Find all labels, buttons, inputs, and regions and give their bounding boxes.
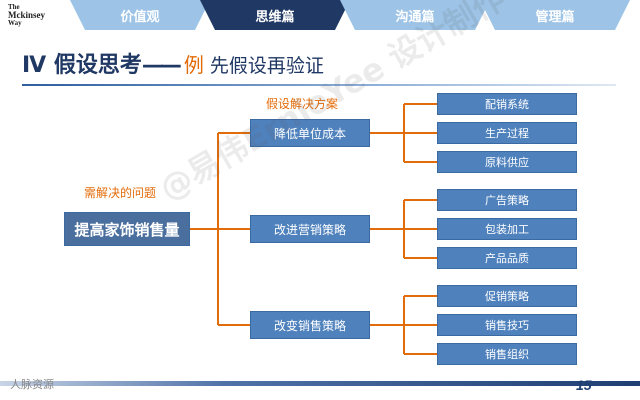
leaf-sales-skills: 销售技巧 (437, 314, 577, 336)
branch-change-sales: 改变销售策略 (250, 311, 370, 339)
leaf-packaging: 包装加工 (437, 218, 577, 240)
branch-improve-marketing: 改进营销策略 (250, 215, 370, 243)
solutions-label: 假设解决方案 (266, 97, 339, 111)
title-underline (22, 84, 616, 86)
tab-management[interactable]: 管理篇 (480, 0, 630, 30)
title-example: 例 (183, 53, 204, 77)
branch-reduce-cost: 降低单位成本 (250, 119, 370, 147)
leaf-raw-material-supply: 原料供应 (437, 151, 577, 173)
root-problem-box: 提高家饰销售量 (64, 212, 190, 246)
footer-watermark: 人脉资源 (10, 378, 54, 391)
page-number: 15 (576, 377, 592, 393)
tab-communication[interactable]: 沟通篇 (340, 0, 490, 30)
leaf-product-quality: 产品品质 (437, 247, 577, 269)
leaf-production-process: 生产过程 (437, 122, 577, 144)
leaf-promotion-strategy: 促销策略 (437, 285, 577, 307)
title-main: Ⅳ 假设思考 (22, 53, 142, 78)
tab-management-label: 管理篇 (535, 9, 575, 25)
problem-label: 需解决的问题 (84, 186, 157, 200)
leaf-distribution-system: 配销系统 (437, 93, 577, 115)
tab-communication-label: 沟通篇 (395, 9, 435, 25)
logo-line-3: Way (8, 19, 22, 27)
tab-values-label: 价值观 (120, 9, 160, 25)
mckinsey-way-logo: The Mckinsey Way (8, 3, 52, 27)
logo-line-1: The (8, 3, 20, 11)
section-tab-bar: 价值观 思维篇 沟通篇 管理篇 (60, 0, 640, 30)
leaf-sales-organization: 销售组织 (437, 343, 577, 365)
tab-thinking[interactable]: 思维篇 (200, 0, 350, 30)
tab-values[interactable]: 价值观 (70, 0, 210, 30)
title-dash: —— (141, 53, 182, 78)
slide-title: Ⅳ 假设思考 —— 例 先假设再验证 (22, 47, 324, 81)
footer-bar (0, 381, 640, 386)
leaf-advertising-strategy: 广告策略 (437, 189, 577, 211)
title-subtitle: 先假设再验证 (209, 55, 324, 77)
logo-line-2: Mckinsey (8, 10, 45, 20)
tab-thinking-label: 思维篇 (255, 9, 295, 25)
